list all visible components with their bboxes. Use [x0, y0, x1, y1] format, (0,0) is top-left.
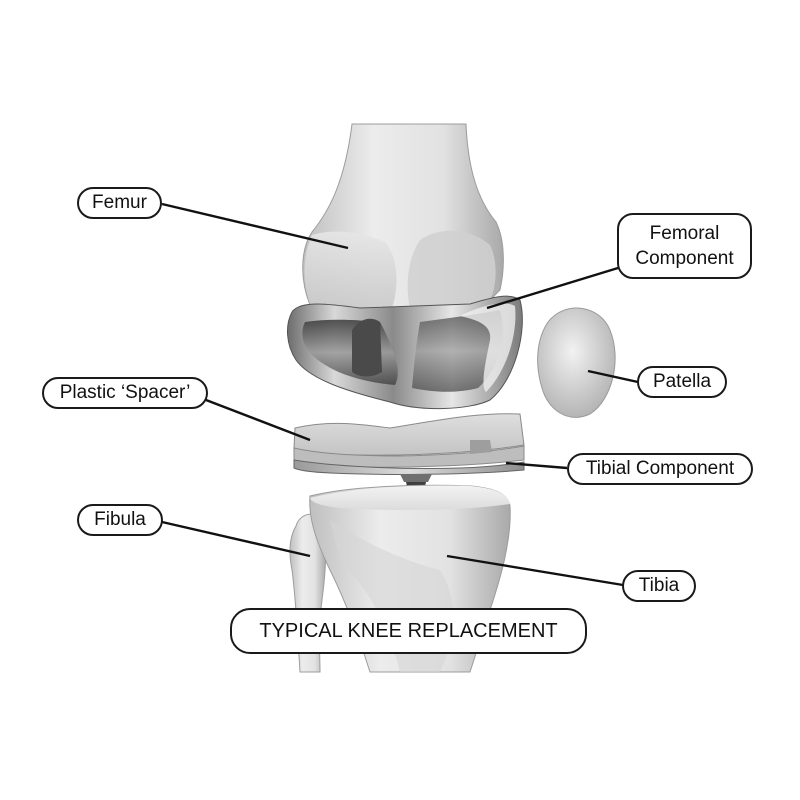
leader-lines: [161, 202, 639, 587]
diagram-title-text: TYPICAL KNEE REPLACEMENT: [259, 620, 558, 642]
tibial-component-label: Tibial Component: [567, 453, 753, 485]
femur-label: Femur: [77, 187, 162, 219]
fibula-label-text: Fibula: [94, 509, 146, 530]
diagram-title: TYPICAL KNEE REPLACEMENT: [230, 608, 587, 654]
tibial-component-leader-line: [505, 461, 568, 470]
patella-label-text: Patella: [652, 371, 712, 392]
fibula-leader-line: [161, 520, 311, 558]
patella-leader-line: [587, 369, 639, 384]
femoral-component: [287, 295, 523, 410]
femur-leader-line: [161, 202, 349, 250]
femoral-component-label-line2: Component: [635, 248, 734, 269]
patella-label: Patella: [637, 366, 727, 398]
tibia-label: Tibia: [622, 570, 696, 602]
femur-label-text: Femur: [92, 192, 147, 213]
plastic-spacer-label: Plastic ‘Spacer’: [42, 377, 208, 409]
femoral-component-leader-line: [486, 266, 619, 310]
tibial-component-label-text: Tibial Component: [585, 458, 735, 479]
tibia-label-text: Tibia: [638, 575, 680, 596]
patella-bone: [537, 307, 616, 418]
plastic-spacer-label-text: Plastic ‘Spacer’: [59, 382, 191, 403]
femur-bone: [302, 123, 504, 312]
femoral-component-label-line1: Femoral: [649, 223, 720, 244]
tibia-leader-line: [446, 554, 624, 587]
fibula-label: Fibula: [77, 504, 163, 536]
spacer-leader-line: [205, 398, 311, 442]
femoral-component-label: Femoral Component: [617, 213, 752, 279]
plastic-spacer: [293, 413, 525, 468]
